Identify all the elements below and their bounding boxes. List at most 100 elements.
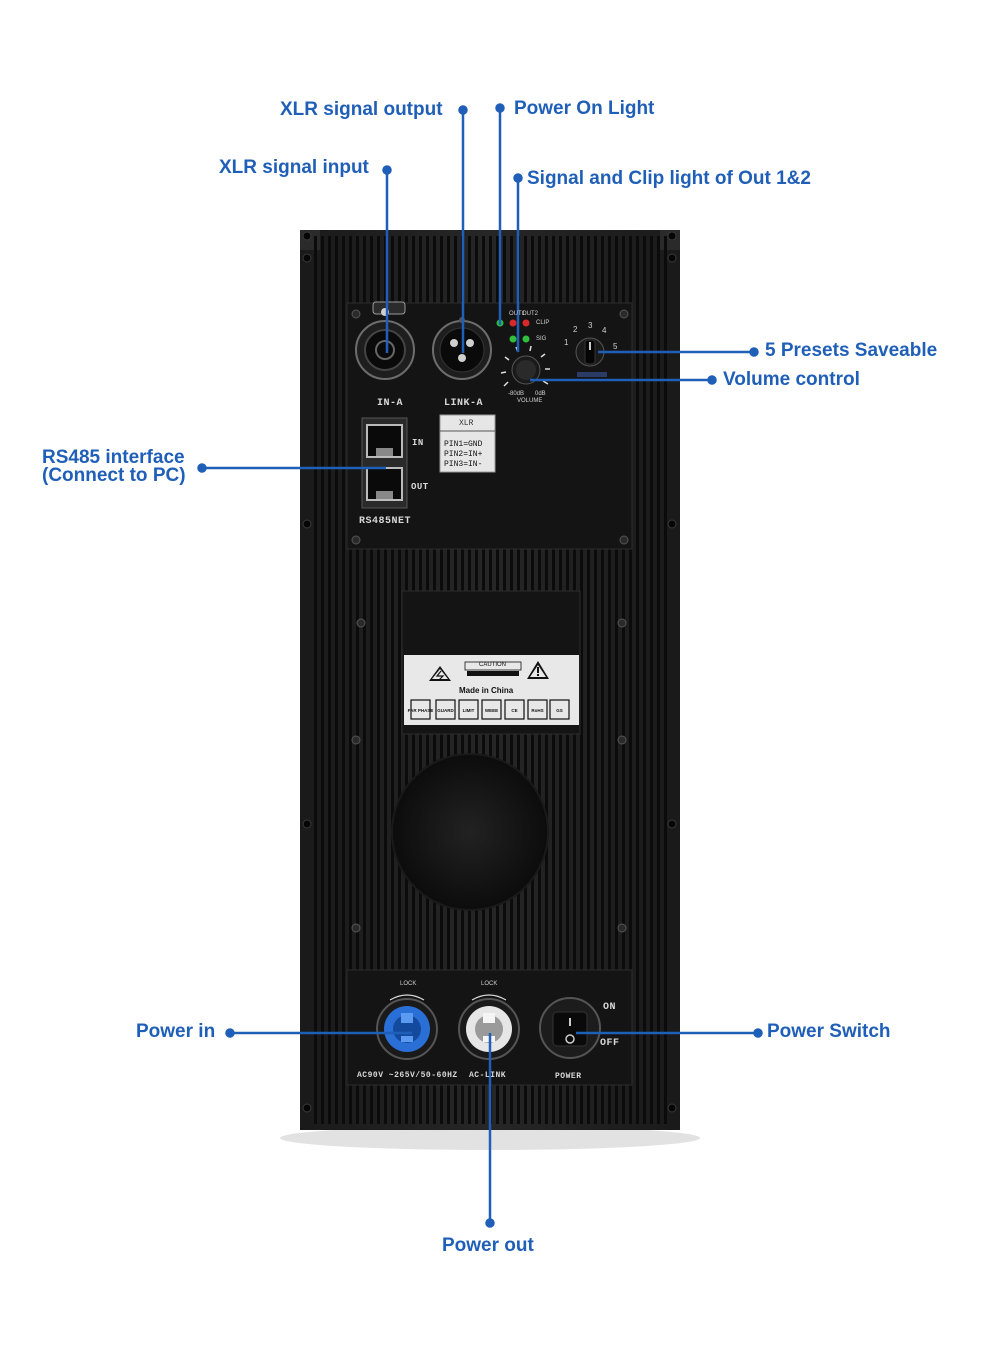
label-power: POWER — [555, 1072, 582, 1081]
heatsink-fin — [342, 236, 345, 1124]
preset-knob — [575, 337, 607, 377]
label-switch-on: ON — [603, 1002, 617, 1013]
callout-xlr-signal-input: XLR signal input — [219, 157, 369, 178]
volume-max-label: 0dB — [535, 391, 546, 397]
out1-sig-led — [509, 335, 517, 343]
status-leds — [496, 319, 530, 343]
heatsink-fin — [622, 236, 625, 1124]
sticker-xlr-header: XLR — [459, 419, 474, 428]
heatsink-fin — [398, 236, 401, 1124]
cert-badge: CE — [504, 699, 525, 720]
cert-badge: LIMIT — [458, 699, 479, 720]
led-label-out1: OUT1 — [509, 311, 526, 317]
made-in-china-label: Made in China — [459, 686, 514, 695]
lock-label-in: LOCK — [400, 981, 417, 987]
heatsink-fin — [664, 236, 667, 1124]
heatsink-fin — [601, 236, 604, 1124]
heatsink-fin — [328, 236, 331, 1124]
heatsink-fin — [384, 236, 387, 1124]
label-in-a: IN-A — [377, 398, 404, 409]
label-ac-range: AC90V ~265V/50-60HZ — [357, 1071, 458, 1080]
cert-badge-label: CE — [511, 708, 517, 713]
sticker-pin2: PIN2=IN+ — [444, 450, 483, 459]
cert-badge: WEEE — [481, 699, 502, 720]
powercon-in-connector — [376, 994, 438, 1060]
preset-number-4: 4 — [602, 326, 607, 335]
heatsink-fin — [587, 236, 590, 1124]
cert-badge-label: LIMIT — [463, 708, 475, 713]
out1-clip-led — [509, 319, 517, 327]
heatsink-fin — [314, 236, 317, 1124]
heatsink-fin — [650, 236, 653, 1124]
rj45-ports — [361, 417, 408, 509]
heatsink-fin — [636, 236, 639, 1124]
led-label-sig: SIG — [536, 336, 547, 342]
callout-rs485-connect-to-pc: (Connect to PC) — [42, 465, 186, 486]
heatsink-fin — [594, 236, 597, 1124]
callout-presets-saveable: 5 Presets Saveable — [765, 340, 938, 361]
heatsink-fin — [363, 236, 366, 1124]
preset-number-2: 2 — [573, 325, 578, 334]
sticker-pin3: PIN3=IN- — [444, 460, 483, 469]
callout-power-switch: Power Switch — [767, 1021, 891, 1042]
callout-lines — [197, 103, 763, 1228]
preset-number-3: 3 — [588, 321, 593, 330]
label-link-a: LINK-A — [444, 398, 484, 409]
callout-volume-control: Volume control — [723, 369, 860, 390]
xlr-pinout-sticker — [439, 414, 496, 473]
led-label-out2: OUT2 — [522, 311, 539, 317]
heatsink-fin — [580, 236, 583, 1124]
callout-xlr-signal-output: XLR signal output — [280, 99, 443, 120]
heatsink-fin — [321, 236, 324, 1124]
heatsink-fin — [356, 236, 359, 1124]
volume-knob — [500, 345, 550, 387]
out2-sig-led — [522, 335, 530, 343]
caution-label: CAUTION — [479, 662, 506, 668]
label-rs485net: RS485NET — [359, 516, 412, 527]
power-rocker-switch — [539, 997, 601, 1059]
callout-signal-clip-light: Signal and Clip light of Out 1&2 — [527, 168, 811, 189]
heatsink-fin — [377, 236, 380, 1124]
cert-badge-label: GUARD — [437, 708, 454, 713]
callout-rs485-interface: RS485 interface — [42, 447, 185, 468]
preset-number-1: 1 — [564, 338, 569, 347]
heatsink-fin — [657, 236, 660, 1124]
mounting-holes — [302, 231, 677, 1113]
cert-badge-label: GS — [556, 708, 563, 713]
cert-badge: GUARD — [435, 699, 456, 720]
cert-badge: FAR PHASE — [408, 699, 434, 720]
label-rj45-out: OUT — [411, 482, 429, 492]
cooling-fan — [391, 753, 549, 911]
label-ac-link: AC-LINK — [469, 1071, 507, 1080]
cert-badge: RoHS — [527, 699, 548, 720]
cert-badge-label: FAR PHASE — [408, 708, 434, 713]
heatsink-fin — [391, 236, 394, 1124]
heatsink-fin — [335, 236, 338, 1124]
label-rj45-in: IN — [412, 438, 424, 448]
lock-label-out: LOCK — [481, 981, 498, 987]
cert-badge: GS — [549, 699, 570, 720]
cert-badge-label: RoHS — [531, 708, 543, 713]
powercon-out-connector — [458, 994, 520, 1060]
volume-label: VOLUME — [517, 398, 543, 404]
xlr-combo-input-jack — [355, 301, 415, 380]
heatsink-fin — [615, 236, 618, 1124]
cert-badge-label: WEEE — [485, 708, 498, 713]
callout-power-on-light: Power On Light — [514, 98, 655, 119]
heatsink-fin — [608, 236, 611, 1124]
volume-min-label: -80dB — [508, 391, 525, 397]
heatsink-fin — [643, 236, 646, 1124]
callout-power-out: Power out — [442, 1235, 534, 1256]
led-label-clip: CLIP — [536, 320, 550, 326]
sticker-pin1: PIN1=GND — [444, 440, 483, 449]
heatsink-fin — [349, 236, 352, 1124]
callout-power-in: Power in — [136, 1021, 216, 1042]
out2-clip-led — [522, 319, 530, 327]
heatsink-fin — [370, 236, 373, 1124]
label-switch-off: OFF — [600, 1038, 620, 1049]
heatsink-fin — [629, 236, 632, 1124]
preset-number-5: 5 — [613, 342, 618, 351]
